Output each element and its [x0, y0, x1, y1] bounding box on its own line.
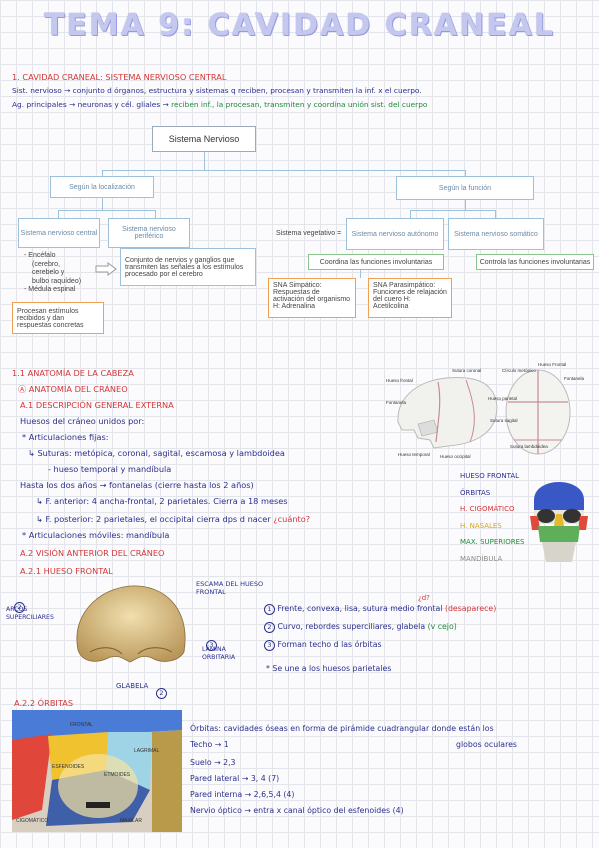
section-heading-1: 1. CAVIDAD CRANEAL: SISTEMA NERVIOSO CEN… — [12, 72, 227, 82]
subheading-orbits: A.2.2 ÓRBITAS — [14, 698, 74, 708]
orbit-label: FRONTAL — [70, 722, 93, 728]
orbits-techo: Techo → 1 — [190, 740, 229, 749]
subheading-a21: A.2.1 HUESO FRONTAL — [20, 566, 113, 576]
central-list-item: bulbo raquídeo) — [32, 277, 82, 285]
legend-item-3: H. CIGOMÁTICO — [460, 505, 515, 513]
label-glabela: GLABELA — [116, 682, 149, 690]
subheading-a: Ⓐ ANATOMÍA DEL CRÁNEO — [18, 384, 128, 394]
skull-label: Fontanela — [564, 376, 585, 381]
text-fragment-note: ¿cuánto? — [273, 514, 311, 524]
skull-label: Círculo metópico — [502, 368, 536, 373]
label-lamina: LÁMINA ORBITARIA — [202, 646, 236, 661]
orbits-description-2: globos oculares — [456, 740, 517, 749]
legend-item-4: H. NASALES — [460, 521, 502, 530]
parasympathetic-box: SNA Parasimpático: Funciones de relajaci… — [368, 278, 452, 318]
involuntary-box: Coordina las funciones involuntarias — [308, 254, 444, 270]
frontal-bone-illustration — [76, 585, 186, 663]
arrow-right-icon — [95, 262, 117, 276]
skull-label: Sutura sagital — [490, 418, 518, 423]
orbit-label: LAGRIMAL — [134, 748, 160, 754]
text-line: - hueso temporal y mandíbula — [48, 464, 172, 474]
text-line: * Articulaciones móviles: mandíbula — [22, 530, 170, 540]
diagram-by-function: Según la función — [396, 176, 534, 200]
central-list-item: (cerebro, — [32, 260, 61, 268]
frontal-point-4: * Se une a los huesos parietales — [266, 664, 392, 673]
text-fragment: ↳ F. posterior: 2 parietales, el occipit… — [36, 514, 271, 524]
legend-item-6: MANDÍBULA — [460, 554, 503, 563]
intro-line-2: Ag. principales → neuronas y cél. gliale… — [12, 100, 427, 109]
orbit-label: ESFENOIDES — [52, 764, 85, 770]
text-line: ↳ Suturas: metópica, coronal, sagital, e… — [28, 448, 285, 458]
orbits-description: Órbitas: cavidades óseas en forma de pir… — [190, 724, 494, 733]
label-arcos-num: 2 — [14, 594, 25, 613]
skull-label: Hueso parietal — [488, 396, 518, 401]
orbits-nervio: Nervio óptico → entra x canal óptico del… — [190, 806, 404, 815]
orbit-label: ETMOIDES — [104, 772, 131, 778]
skull-label: Sutura lambdoidea — [510, 444, 548, 449]
process-box: Procesan estímulos recibidos y dan respu… — [12, 302, 104, 334]
diagram-peripheral: Sistema nervioso periférico — [108, 218, 190, 248]
frontal-point-3: 3 Forman techo d las órbitas — [264, 640, 382, 651]
orbits-pared-lateral: Pared lateral → 3, 4 (7) — [190, 774, 280, 783]
diagram-root: Sistema Nervioso — [152, 126, 256, 152]
sympathetic-box: SNA Simpático: Respuestas de activación … — [268, 278, 356, 318]
text-line: * Articulaciones fijas: — [22, 432, 109, 442]
section-heading-1-1: 1.1 ANATOMÍA DE LA CABEZA — [12, 368, 134, 378]
vegetative-label: Sistema vegetativo = — [276, 230, 342, 237]
voluntary-box: Controla las funciones involuntarias — [476, 254, 594, 270]
subheading-a2: A.2 VISIÓN ANTERIOR DEL CRÁNEO — [20, 548, 165, 558]
label-glabela-num: 2 — [156, 680, 167, 699]
central-list-item: cerebelo y — [32, 269, 65, 276]
skull-label: Sutura coronal — [452, 368, 482, 373]
bones-legend: HUESO FRONTAL ÓRBITAS H. CIGOMÁTICO H. N… — [460, 468, 524, 567]
central-list: - Encéfalo (cerebro, cerebelo y bulbo ra… — [24, 252, 81, 295]
skull-label: Hueso temporal — [398, 452, 430, 457]
text-line: Hasta los dos años → fontanelas (cierre … — [20, 480, 254, 490]
diagram-somatic: Sistema nervioso somático — [448, 218, 544, 250]
skull-label: Hueso Frontal — [538, 362, 567, 367]
subheading-a1: A.1 DESCRIPCIÓN GENERAL EXTERNA — [20, 400, 174, 410]
orbits-suelo: Suelo → 2,3 — [190, 758, 236, 767]
label-lamina-num: 3 — [206, 632, 217, 651]
skull-frontal-colored-illustration — [530, 482, 588, 562]
frontal-point-1: 1 Frente, convexa, lisa, sutura medio fr… — [264, 604, 496, 615]
frontal-point-2: 2 Curvo, rebordes superciliares, glabela… — [264, 622, 457, 633]
legend-item-5: MAX. SUPERIORES — [460, 538, 525, 546]
skull-label: Hueso occipital — [440, 454, 471, 459]
page-title: TEMA 9: CAVIDAD CRANEAL — [43, 8, 556, 43]
intro-line-1: Sist. nervioso → conjunto d órganos, est… — [12, 86, 422, 95]
orbit-illustration — [12, 710, 182, 832]
diagram-central: Sistema nervioso central — [18, 218, 100, 248]
question-note: ¿d? — [418, 594, 430, 602]
skull-lateral-illustration — [397, 369, 571, 455]
legend-item-1: HUESO FRONTAL — [460, 472, 520, 480]
central-list-item: - Encéfalo — [24, 252, 56, 259]
intro-line-2-green: reciben inf., la procesan, transmiten y … — [171, 100, 428, 109]
orbit-label: MAXILAR — [120, 818, 142, 824]
label-arcos: ARCOS SUPERCILIARES — [6, 606, 54, 621]
orbits-pared-interna: Pared interna → 2,6,5,4 (4) — [190, 790, 295, 799]
skull-label: Hueso frontal — [386, 378, 413, 383]
legend-item-2: ÓRBITAS — [460, 488, 491, 497]
central-list-item: - Médula espinal — [24, 286, 76, 293]
diagram-by-location: Según la localización — [50, 176, 154, 198]
intro-line-2-prefix: Ag. principales → neuronas y cél. gliale… — [12, 100, 169, 109]
peripheral-description: Conjunto de nervios y ganglios que trans… — [120, 248, 256, 286]
label-escama: ESCAMA DEL HUESO FRONTAL — [196, 580, 264, 596]
orbit-label: CIGOMÁTICO — [16, 818, 49, 824]
text-line: ↳ F. posterior: 2 parietales, el occipit… — [36, 514, 310, 524]
text-line: ↳ F. anterior: 4 ancha-frontal, 2 pariet… — [36, 496, 288, 506]
text-line: Huesos del cráneo unidos por: — [20, 416, 145, 426]
skull-label: Fontanela — [386, 400, 407, 405]
diagram-autonomic: Sistema nervioso autónomo — [346, 218, 444, 250]
